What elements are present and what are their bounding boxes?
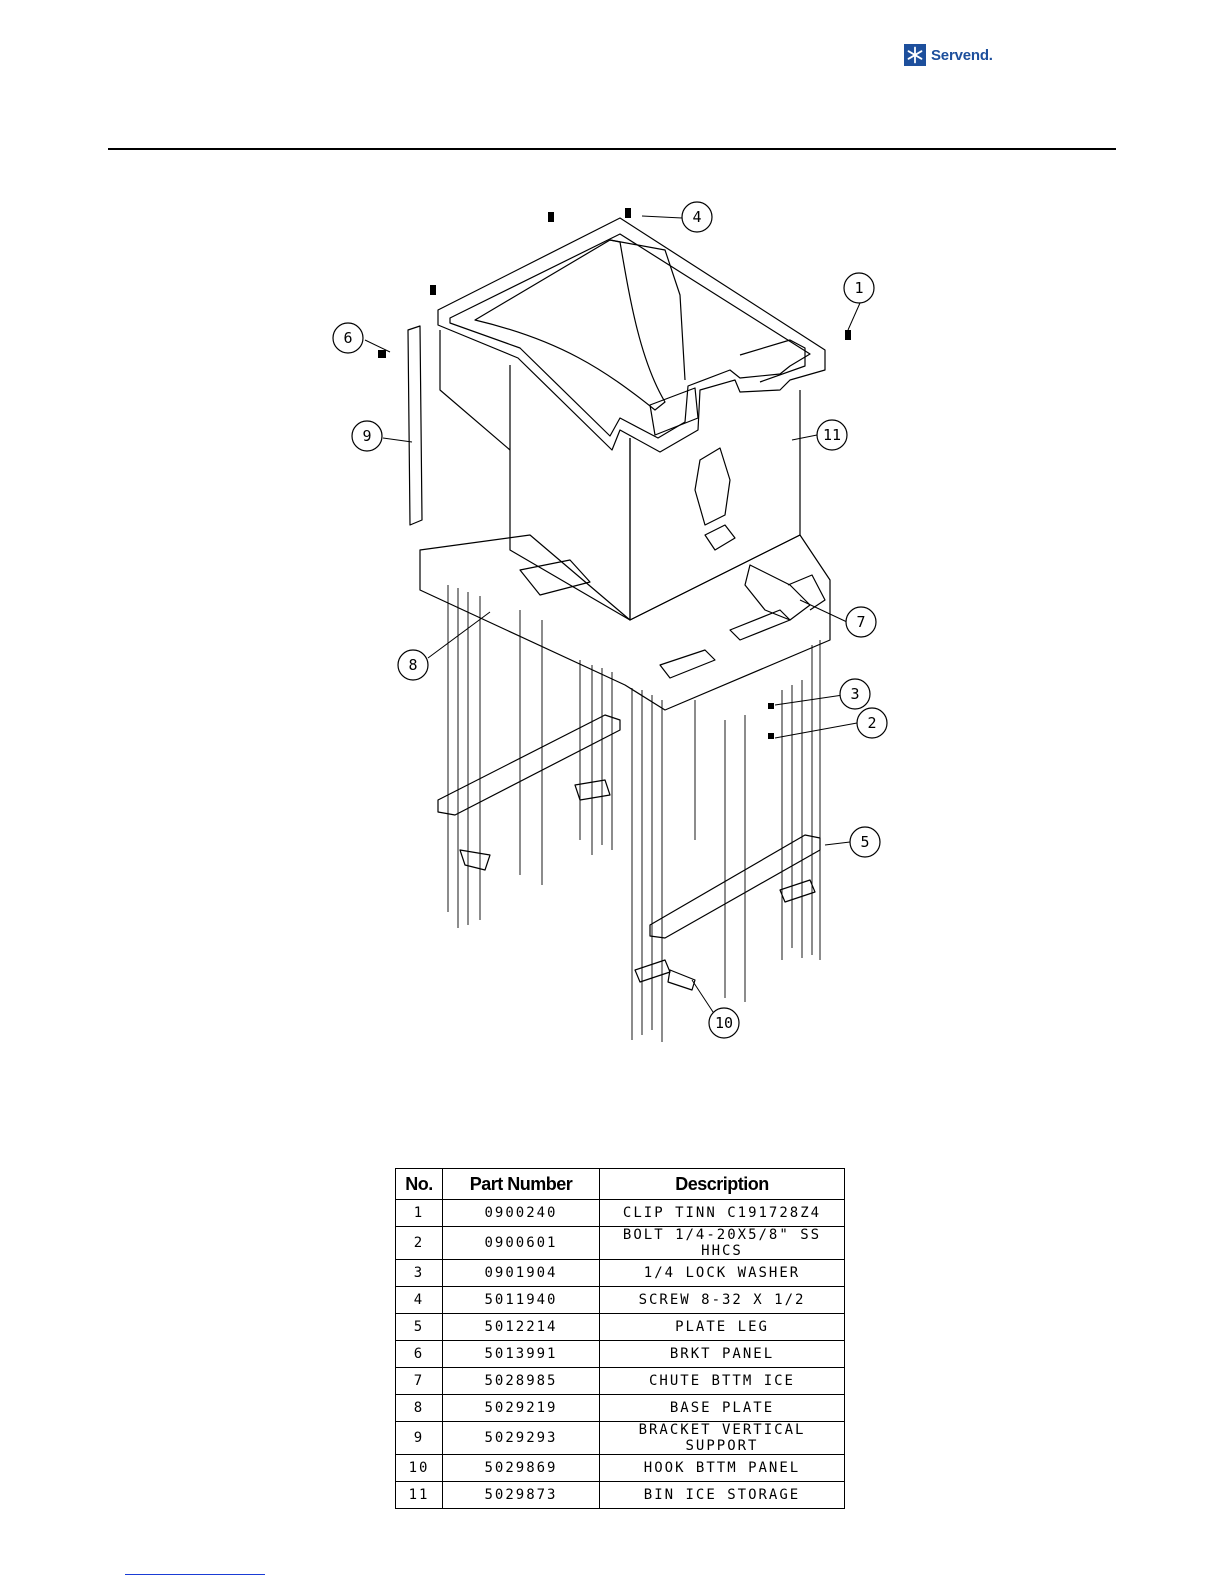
callout-8: 8 [408, 656, 417, 674]
callout-9: 9 [362, 427, 371, 445]
table-row: 4 5011940 SCREW 8-32 X 1/2 [395, 1286, 845, 1314]
row-description: BOLT 1/4-20X5/8" SS HHCS [599, 1226, 845, 1260]
header-divider [108, 148, 1116, 150]
callout-1: 1 [854, 279, 863, 297]
row-no: 5 [395, 1313, 443, 1341]
row-no: 10 [395, 1454, 443, 1482]
row-description: BRACKET VERTICAL SUPPORT [599, 1421, 845, 1455]
row-no: 3 [395, 1259, 443, 1287]
row-no: 6 [395, 1340, 443, 1368]
row-part-number: 5029219 [442, 1394, 600, 1422]
callout-11: 11 [823, 426, 841, 444]
row-no: 2 [395, 1226, 443, 1260]
row-part-number: 0900240 [442, 1199, 600, 1227]
row-no: 8 [395, 1394, 443, 1422]
table-row: 8 5029219 BASE PLATE [395, 1394, 845, 1422]
brand-name: Servend. [931, 46, 993, 64]
table-row: 9 5029293 BRACKET VERTICAL SUPPORT [395, 1421, 845, 1455]
row-part-number: 5029869 [442, 1454, 600, 1482]
table-row: 7 5028985 CHUTE BTTM ICE [395, 1367, 845, 1395]
row-description: BRKT PANEL [599, 1340, 845, 1368]
table-row: 1 0900240 CLIP TINN C191728Z4 [395, 1199, 845, 1227]
row-part-number: 0900601 [442, 1226, 600, 1260]
row-part-number: 5028985 [442, 1367, 600, 1395]
header-no: No. [395, 1168, 443, 1200]
header-part-number: Part Number [442, 1168, 600, 1200]
parts-table: No. Part Number Description 1 0900240 CL… [395, 1168, 845, 1509]
row-description: BASE PLATE [599, 1394, 845, 1422]
table-header-row: No. Part Number Description [395, 1168, 845, 1200]
table-row: 5 5012214 PLATE LEG [395, 1313, 845, 1341]
callout-5: 5 [860, 833, 869, 851]
table-row: 2 0900601 BOLT 1/4-20X5/8" SS HHCS [395, 1226, 845, 1260]
row-part-number: 5029293 [442, 1421, 600, 1455]
row-part-number: 5013991 [442, 1340, 600, 1368]
row-description: CLIP TINN C191728Z4 [599, 1199, 845, 1227]
row-description: PLATE LEG [599, 1313, 845, 1341]
row-description: CHUTE BTTM ICE [599, 1367, 845, 1395]
table-row: 10 5029869 HOOK BTTM PANEL [395, 1454, 845, 1482]
row-part-number: 5029873 [442, 1481, 600, 1509]
callout-2: 2 [867, 714, 876, 732]
header-description: Description [599, 1168, 845, 1200]
table-row: 3 0901904 1/4 LOCK WASHER [395, 1259, 845, 1287]
callout-6: 6 [343, 329, 352, 347]
row-no: 4 [395, 1286, 443, 1314]
callout-10: 10 [715, 1014, 733, 1032]
exploded-assembly-drawing: 1 2 3 4 5 6 7 8 9 10 11 [332, 201, 888, 1042]
servend-logo: Servend. [904, 44, 993, 66]
row-no: 9 [395, 1421, 443, 1455]
row-description: BIN ICE STORAGE [599, 1481, 845, 1509]
footer-link-underline [125, 1574, 265, 1575]
row-part-number: 5012214 [442, 1313, 600, 1341]
callout-bubbles [332, 201, 888, 1039]
row-part-number: 5011940 [442, 1286, 600, 1314]
row-no: 1 [395, 1199, 443, 1227]
row-no: 7 [395, 1367, 443, 1395]
row-description: SCREW 8-32 X 1/2 [599, 1286, 845, 1314]
row-no: 11 [395, 1481, 443, 1509]
table-row: 11 5029873 BIN ICE STORAGE [395, 1481, 845, 1509]
callout-3: 3 [850, 685, 859, 703]
row-description: HOOK BTTM PANEL [599, 1454, 845, 1482]
callout-4: 4 [692, 208, 701, 226]
table-row: 6 5013991 BRKT PANEL [395, 1340, 845, 1368]
callout-7: 7 [856, 613, 865, 631]
row-description: 1/4 LOCK WASHER [599, 1259, 845, 1287]
row-part-number: 0901904 [442, 1259, 600, 1287]
snowflake-icon [904, 44, 926, 66]
